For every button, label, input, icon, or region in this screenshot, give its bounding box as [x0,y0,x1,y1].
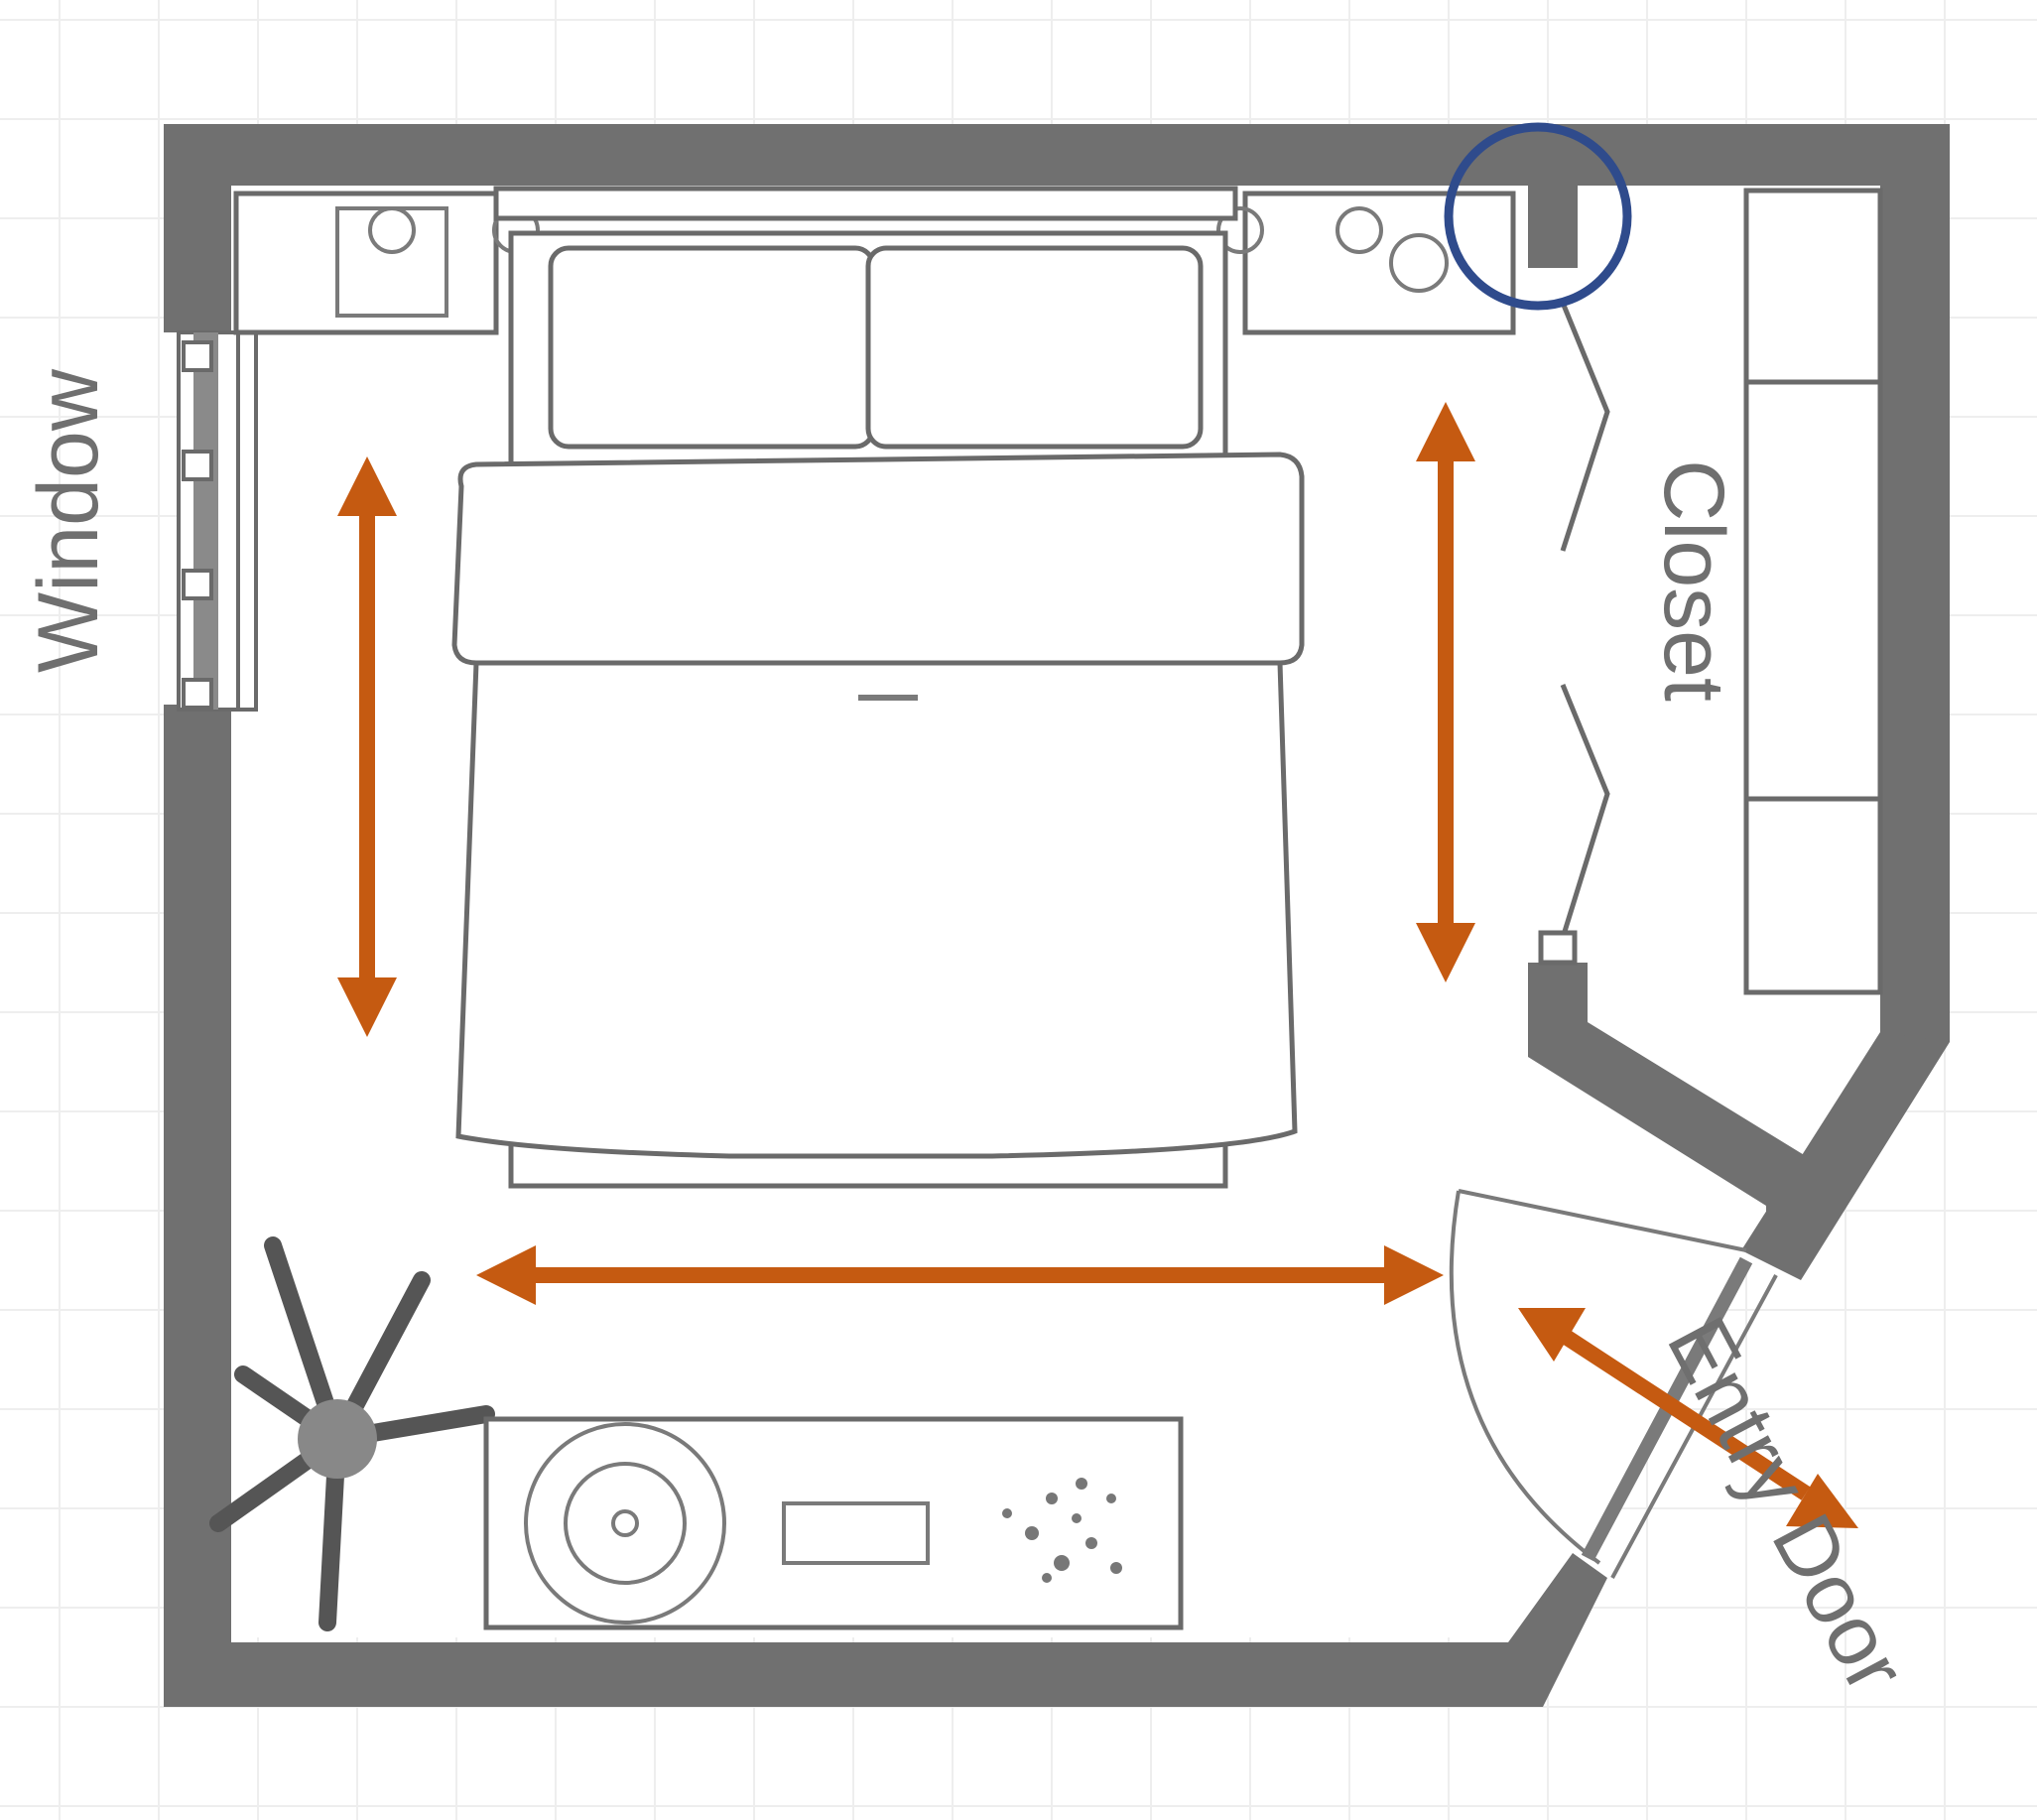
walls [164,124,1950,1707]
wall-right [1880,124,1950,1042]
plant-icon [209,1236,495,1631]
bifold-door-icon [1538,302,1610,966]
highlight-circle [1444,122,1632,311]
closet-label: Closet [1646,459,1741,702]
arrow-right-side [1416,402,1475,982]
column [1528,184,1578,268]
arrow-entry [1518,1308,1858,1528]
closet-shelving [1743,188,1883,995]
window-label: Window [21,368,116,673]
nightstand-icon [233,191,540,335]
wall-closet-partition [1528,963,1806,1245]
arrow-left-side [337,456,397,1037]
arrow-foot-of-bed [476,1245,1444,1305]
wall-bottom [164,1553,1607,1707]
wall-left-lower [164,705,231,1707]
wall-top [164,124,1950,186]
entry-door-label: Entry Door [1649,1302,1925,1707]
window [177,330,258,712]
wall-left-upper [164,124,231,332]
clearance-arrows [337,402,1858,1528]
bed-icon [451,186,1305,1189]
dresser-icon [483,1416,1184,1630]
nightstand-icon [1216,191,1516,335]
